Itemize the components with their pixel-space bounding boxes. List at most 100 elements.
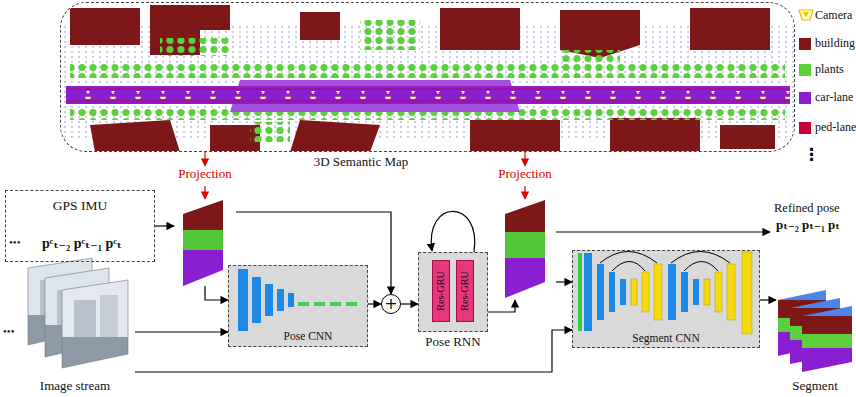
building: [470, 120, 560, 151]
flow-arrow: [556, 281, 572, 282]
gru-cell: Res-GRU: [456, 260, 474, 322]
building: [300, 12, 340, 40]
camera-icon: [803, 12, 809, 17]
flow-arrow: [760, 299, 776, 300]
plants: [560, 50, 620, 62]
projected-view: [502, 196, 548, 302]
seg-band: [800, 304, 854, 316]
camera-icon: [799, 10, 813, 20]
conv-layer: [668, 264, 676, 320]
legend-swatch: [799, 64, 811, 76]
projection-view: Projection: [174, 166, 236, 286]
frame-building: [100, 295, 118, 337]
plants: [160, 38, 230, 56]
frame-border: [62, 280, 128, 368]
seg-band: [788, 296, 842, 308]
node-label: 3D Semantic Map: [261, 154, 461, 169]
skip-link: [671, 252, 730, 264]
gru-cell: Res-GRU: [432, 260, 450, 322]
projection-arrow: [204, 152, 205, 166]
fc-layer: [346, 302, 357, 306]
plants: [360, 20, 420, 50]
legend-label: Camera: [815, 8, 852, 23]
building: [720, 125, 775, 149]
node-label: Image stream: [15, 378, 135, 393]
conv-layer: [609, 272, 615, 312]
map-panel: 3D Semantic Map: [60, 2, 795, 152]
view-band: [180, 250, 226, 290]
legend-swatch: [799, 38, 811, 50]
fc-layer: [330, 302, 341, 306]
conv-layer: [597, 264, 604, 320]
seg-band: [776, 288, 828, 300]
conv-layer: [693, 279, 699, 305]
semantic-map: [61, 5, 794, 151]
conv-layer: [277, 289, 284, 311]
frame-building: [74, 300, 96, 337]
plants: [250, 122, 290, 142]
seg-band: [800, 334, 854, 348]
network-box: Segment CNN: [572, 250, 760, 348]
building: [150, 5, 230, 55]
building: [90, 120, 180, 151]
legend-label: building: [815, 36, 855, 51]
flow-arrow: [556, 231, 770, 232]
node-label: Refined pose: [774, 200, 840, 216]
output-layer: [742, 252, 752, 334]
node-label: Projection: [168, 166, 242, 181]
network-box: Pose RNNRes-GRURes-GRU: [418, 252, 488, 332]
fc-layer: [298, 302, 309, 306]
ped-lane: [66, 89, 790, 90]
deconv-layer: [715, 272, 722, 312]
projection-arrow: [524, 186, 525, 199]
recurrent-loop: [431, 211, 475, 252]
segment-frame: [800, 304, 854, 374]
frame-road: [60, 337, 132, 372]
node-label: Pose CNN: [249, 329, 367, 344]
conv-layer: [265, 284, 273, 316]
node-label: Res-GRU: [435, 271, 447, 310]
conv-layer: [238, 269, 248, 331]
conv-layer: [584, 253, 592, 331]
fc-layer: [314, 302, 325, 306]
car-lane: [66, 86, 790, 104]
network-box: Pose CNN: [228, 265, 368, 347]
view-band: [502, 258, 548, 302]
box-fill: [228, 265, 368, 347]
conv-layer: [288, 293, 294, 307]
node-label: Segment: [776, 378, 854, 393]
building: [290, 120, 380, 151]
projection-view: Projection: [494, 166, 556, 300]
output-pose: Refined posepₜ₋₂ pₜ₋₁ pₜ: [770, 200, 854, 238]
ellipsis-mark: •••: [3, 325, 15, 338]
view-band: [180, 196, 226, 230]
deconv-layer: [631, 279, 637, 305]
node-label: Projection: [488, 166, 562, 181]
skip-link: [684, 262, 718, 272]
ellipsis-mark: ⋮: [803, 146, 820, 163]
ped-lane: [66, 101, 790, 102]
flow-arrow: [368, 303, 381, 304]
node-label: Res-GRU: [459, 271, 471, 310]
camera-frame: [60, 277, 132, 372]
flow-arrow: [155, 225, 174, 226]
legend-label: plants: [815, 62, 844, 77]
input-stream: Image stream: [25, 255, 135, 394]
conv-layer: [252, 277, 261, 323]
box-fill: [572, 250, 760, 348]
seg-band: [800, 348, 854, 374]
node-label: pₜ₋₂ pₜ₋₁ pₜ: [776, 217, 840, 233]
output-segment: Segment: [776, 286, 854, 394]
projection-arrow: [204, 186, 205, 199]
node-label: pᶜₜ₋₂ pᶜₜ₋₁ pᶜₜ: [42, 235, 122, 253]
legend-swatch: [799, 92, 811, 104]
legend-label: car-lane: [815, 90, 853, 105]
plants: [70, 64, 785, 78]
skip-link: [600, 252, 657, 264]
projection-arrow: [524, 152, 525, 166]
view-band: [180, 230, 226, 250]
building: [70, 8, 140, 45]
deconv-layer: [654, 264, 662, 320]
building: [440, 8, 520, 50]
